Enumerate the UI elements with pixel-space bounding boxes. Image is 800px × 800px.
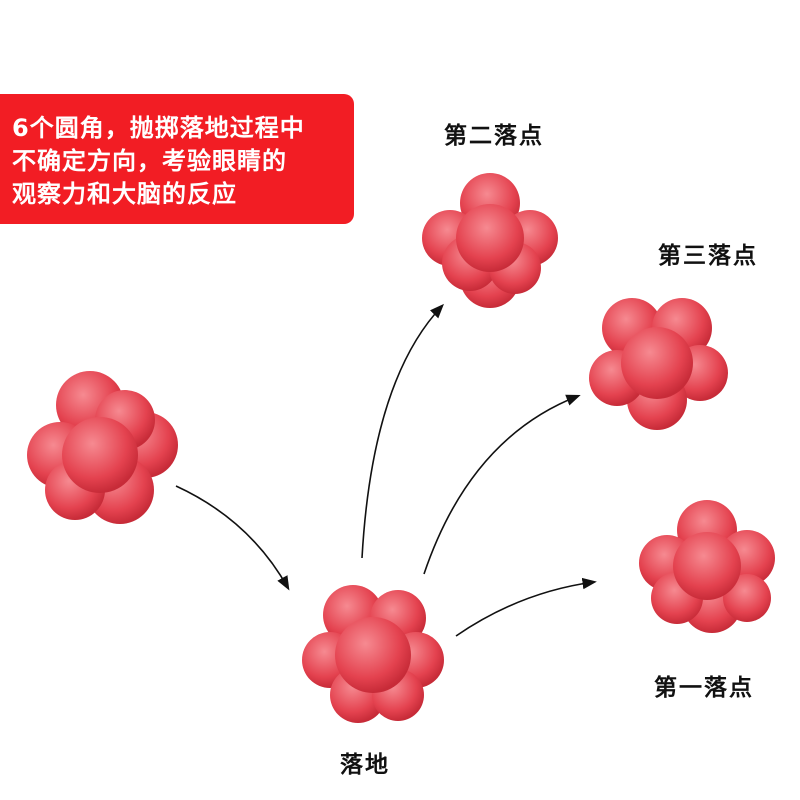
ball-thrown-icon (27, 371, 178, 524)
ball-ground-icon (302, 585, 444, 723)
ball-second-landing-icon (422, 173, 558, 308)
label-third-landing: 第三落点 (658, 243, 758, 269)
ball-first-landing-icon (639, 500, 775, 633)
banner-line-1: 6个圆角，抛掷落地过程中 (12, 114, 305, 142)
arrow-ground-to-third (423, 394, 581, 575)
arrow-ground-to-second (361, 303, 444, 559)
arrow-throw-to-ground (175, 485, 290, 591)
ball-third-landing-icon (589, 298, 728, 430)
banner-line-2: 不确定方向，考验眼睛的 (12, 147, 287, 175)
arrow-ground-to-first (455, 577, 597, 637)
info-banner: 6个圆角，抛掷落地过程中 不确定方向，考验眼睛的 观察力和大脑的反应 (0, 94, 354, 224)
banner-line-3: 观察力和大脑的反应 (12, 180, 237, 208)
label-second-landing: 第二落点 (444, 123, 544, 149)
label-first-landing: 第一落点 (654, 675, 754, 701)
label-ground: 落地 (340, 752, 390, 778)
